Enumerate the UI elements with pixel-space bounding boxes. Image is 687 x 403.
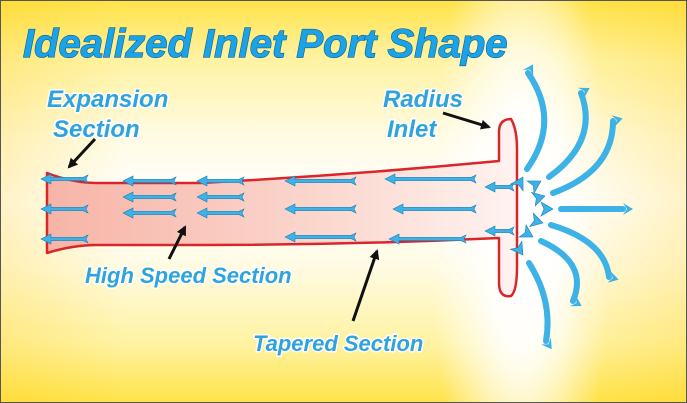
flow-arrow-tapered — [284, 203, 357, 215]
flow-arrow-high-speed — [196, 191, 245, 203]
flow-arrow-curved-7 — [526, 260, 551, 344]
flow-arrow-expansion — [40, 173, 89, 185]
flow-arrow-curved-6 — [538, 238, 580, 304]
tapered-pointer-line — [351, 249, 380, 322]
flow-arrow-curved-5 — [548, 222, 612, 280]
flow-arrow-curved-2-tail — [578, 87, 590, 99]
flow-arrow-high-speed — [196, 207, 245, 219]
expansion-label-line2: Section — [53, 116, 140, 143]
flow-arrow-entry — [484, 225, 515, 237]
flow-arrow-tapered — [384, 173, 477, 185]
radius-label-line2: Inlet — [387, 116, 437, 143]
flow-arrow-high-speed — [122, 191, 177, 203]
flow-arrow-curved-3-head — [530, 191, 546, 207]
flow-arrow-high-speed — [122, 175, 177, 187]
flow-arrow-curved-1-head — [510, 176, 524, 192]
high-speed-label: High Speed Section — [85, 263, 292, 288]
flow-arrow-curved-2 — [546, 90, 589, 180]
flow-arrow-curved-3-tail — [611, 115, 623, 127]
flow-arrow-curved-4-head — [540, 201, 554, 217]
flow-arrow-expansion — [40, 233, 89, 245]
flow-arrow-tapered — [388, 233, 467, 245]
radius-label-line1: Radius — [383, 86, 463, 113]
expansion-label-line1: Expansion — [47, 86, 168, 113]
flow-arrow-curved-1 — [524, 70, 548, 172]
flow-arrow-high-speed — [122, 207, 177, 219]
flow-arrow-curved-7-tail — [541, 337, 552, 350]
flow-arrow-high-speed — [196, 175, 245, 187]
flow-arrow-curved-3 — [550, 118, 616, 196]
flow-arrow-curved-6-tail — [570, 295, 582, 307]
flow-arrows — [40, 64, 633, 350]
flow-arrow-entry — [484, 181, 515, 193]
flow-arrow-curved-7-head — [509, 240, 524, 256]
flow-arrow-curved-6-head — [518, 224, 534, 238]
flow-arrow-tapered — [392, 203, 477, 215]
tapered-label: Tapered Section — [253, 331, 423, 356]
high-speed-pointer-line — [167, 225, 187, 260]
expansion-pointer-line — [67, 137, 97, 169]
flow-arrow-curved-1-tail — [522, 64, 534, 76]
flow-arrow-curved-2-head — [526, 180, 542, 194]
radius-pointer-line — [442, 111, 491, 130]
flow-arrow-curved-5-tail — [607, 271, 619, 283]
flow-arrow-expansion — [40, 203, 89, 215]
flow-arrow-tapered — [284, 231, 357, 243]
diagram-title: Idealized Inlet Port Shape — [23, 22, 508, 66]
flow-arrow-tapered — [284, 175, 357, 187]
flow-arrow-curved-5-head — [528, 212, 544, 228]
flow-arrow-curved-4-tail — [623, 203, 633, 215]
